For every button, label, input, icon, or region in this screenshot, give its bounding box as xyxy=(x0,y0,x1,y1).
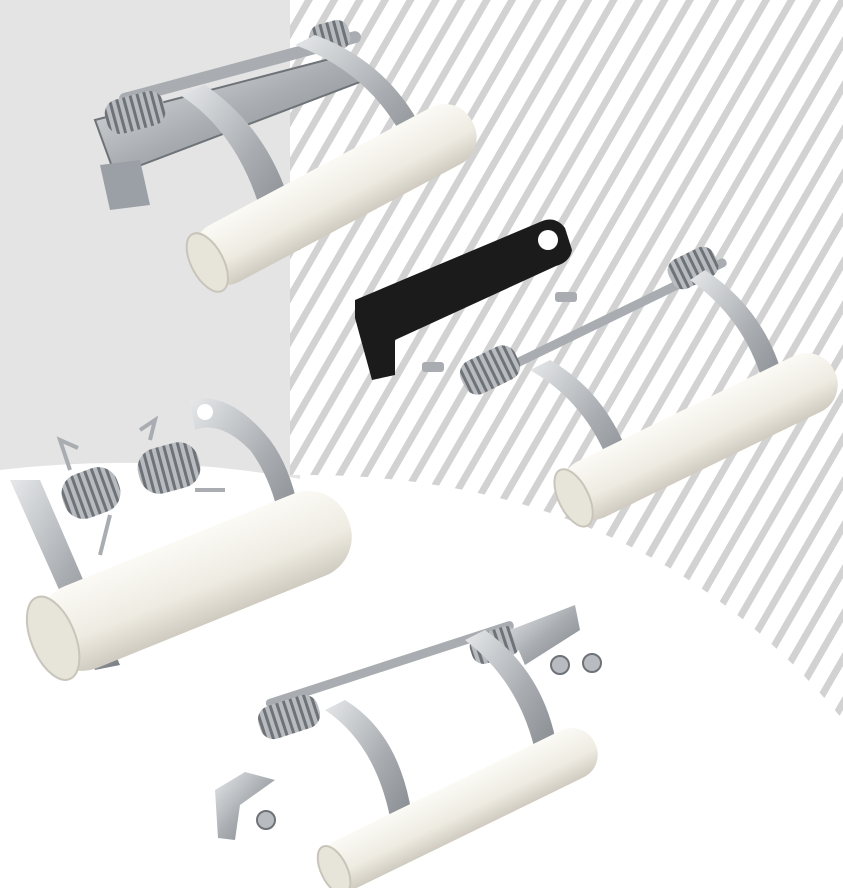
roller-tensioner-assembly-bottom xyxy=(215,605,602,888)
springs-and-roller-parts xyxy=(10,398,352,681)
coil-spring-right xyxy=(137,415,225,494)
roller-tensioner-assembly-top xyxy=(93,20,477,293)
black-mounting-bracket xyxy=(355,219,577,380)
roller-tensioner-assembly-right xyxy=(459,246,838,528)
coil-spring-left xyxy=(56,436,121,556)
